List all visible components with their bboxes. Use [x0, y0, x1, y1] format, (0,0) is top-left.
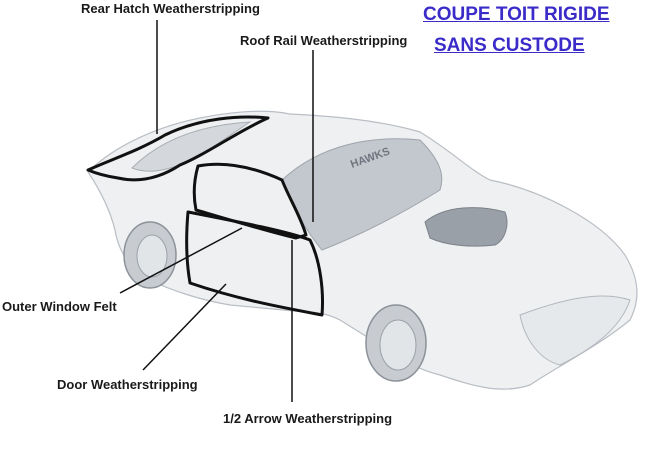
front-wheel-rim: [379, 319, 417, 371]
label-door-weatherstripping: Door Weatherstripping: [57, 377, 198, 392]
heading-line-2: SANS CUSTODE: [434, 35, 585, 56]
rear-hatch-glass: [131, 121, 252, 172]
leader-outer-window: [119, 227, 243, 294]
door-window-outline: [192, 162, 308, 240]
label-half-arrow-weatherstripping: 1/2 Arrow Weatherstripping: [223, 411, 393, 426]
windshield: [281, 138, 443, 251]
rear-wheel-rim: [136, 234, 168, 278]
car-body: [87, 110, 638, 390]
label-outer-window-felt: Outer Window Felt: [2, 299, 117, 314]
rear-hatch-outline: [86, 115, 270, 182]
label-rear-hatch-weatherstripping: Rear Hatch Weatherstripping: [81, 1, 260, 16]
front-bumper: [519, 295, 631, 366]
label-roof-rail-weatherstripping: Roof Rail Weatherstripping: [240, 33, 408, 48]
leader-door: [142, 283, 227, 371]
hood-scoop: [424, 207, 508, 247]
door-outline: [185, 210, 324, 317]
heading-line-1: COUPE TOIT RIGIDE: [423, 4, 610, 25]
